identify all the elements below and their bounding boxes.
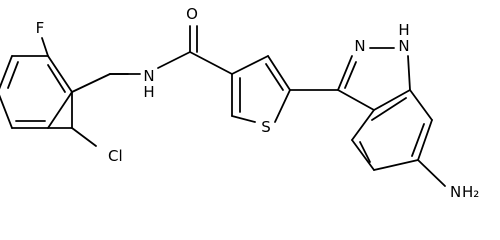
bond <box>409 89 433 121</box>
bond-double-inner <box>359 141 371 163</box>
thiophene-ring <box>231 55 291 123</box>
bond <box>351 139 375 171</box>
bond <box>373 159 419 171</box>
bond <box>351 109 375 141</box>
bond <box>337 89 375 111</box>
bond <box>47 91 73 129</box>
bond <box>231 55 269 75</box>
fluorine-atom-label: F <box>36 19 45 37</box>
bond <box>337 55 353 91</box>
bond-double-inner <box>371 97 407 121</box>
bond-double-inner <box>7 61 19 89</box>
bond <box>274 89 291 123</box>
bond-double-inner <box>411 123 425 157</box>
structure-canvas: F Cl N H O S N N H <box>0 5 479 201</box>
bond-c-f <box>41 37 49 57</box>
carbonyl-oxygen-label: O <box>186 5 198 23</box>
bond <box>231 115 256 123</box>
chemical-structure-drawing: F Cl N H O S N N H <box>0 5 479 201</box>
bond <box>267 55 291 91</box>
amino-hydrogens-label: H₂ <box>462 183 479 201</box>
pyrazole-ring <box>337 47 411 111</box>
thiophene-sulfur-label: S <box>261 118 271 136</box>
indazole-benzene-ring <box>351 89 433 171</box>
bond <box>0 94 13 129</box>
indazole-nh-hydrogen-label: H <box>398 21 409 39</box>
amino-nitrogen-label: N <box>450 183 461 201</box>
bond <box>0 55 13 90</box>
bond-ring-cl <box>71 127 97 147</box>
bond-ring-nh2 <box>417 159 446 187</box>
bond-carbonyl-thiophene <box>189 51 233 75</box>
bond <box>373 89 411 111</box>
indazole-n1-label: N <box>398 37 409 55</box>
bond-ring-ch2 <box>71 73 111 93</box>
bond <box>417 119 433 161</box>
bond <box>407 55 411 91</box>
bond-double-inner <box>47 64 66 93</box>
indazole-n2-label: N <box>354 37 365 55</box>
bond <box>344 61 357 89</box>
amide-hydrogen-label: H <box>143 83 154 101</box>
chlorine-atom-label: Cl <box>108 147 123 165</box>
bond-double-inner <box>265 63 284 91</box>
bond <box>47 55 73 93</box>
amide-nitrogen-label: N <box>143 67 154 85</box>
chlorofluorophenyl-ring <box>0 55 73 129</box>
bond-n-carbonyl <box>157 51 191 69</box>
